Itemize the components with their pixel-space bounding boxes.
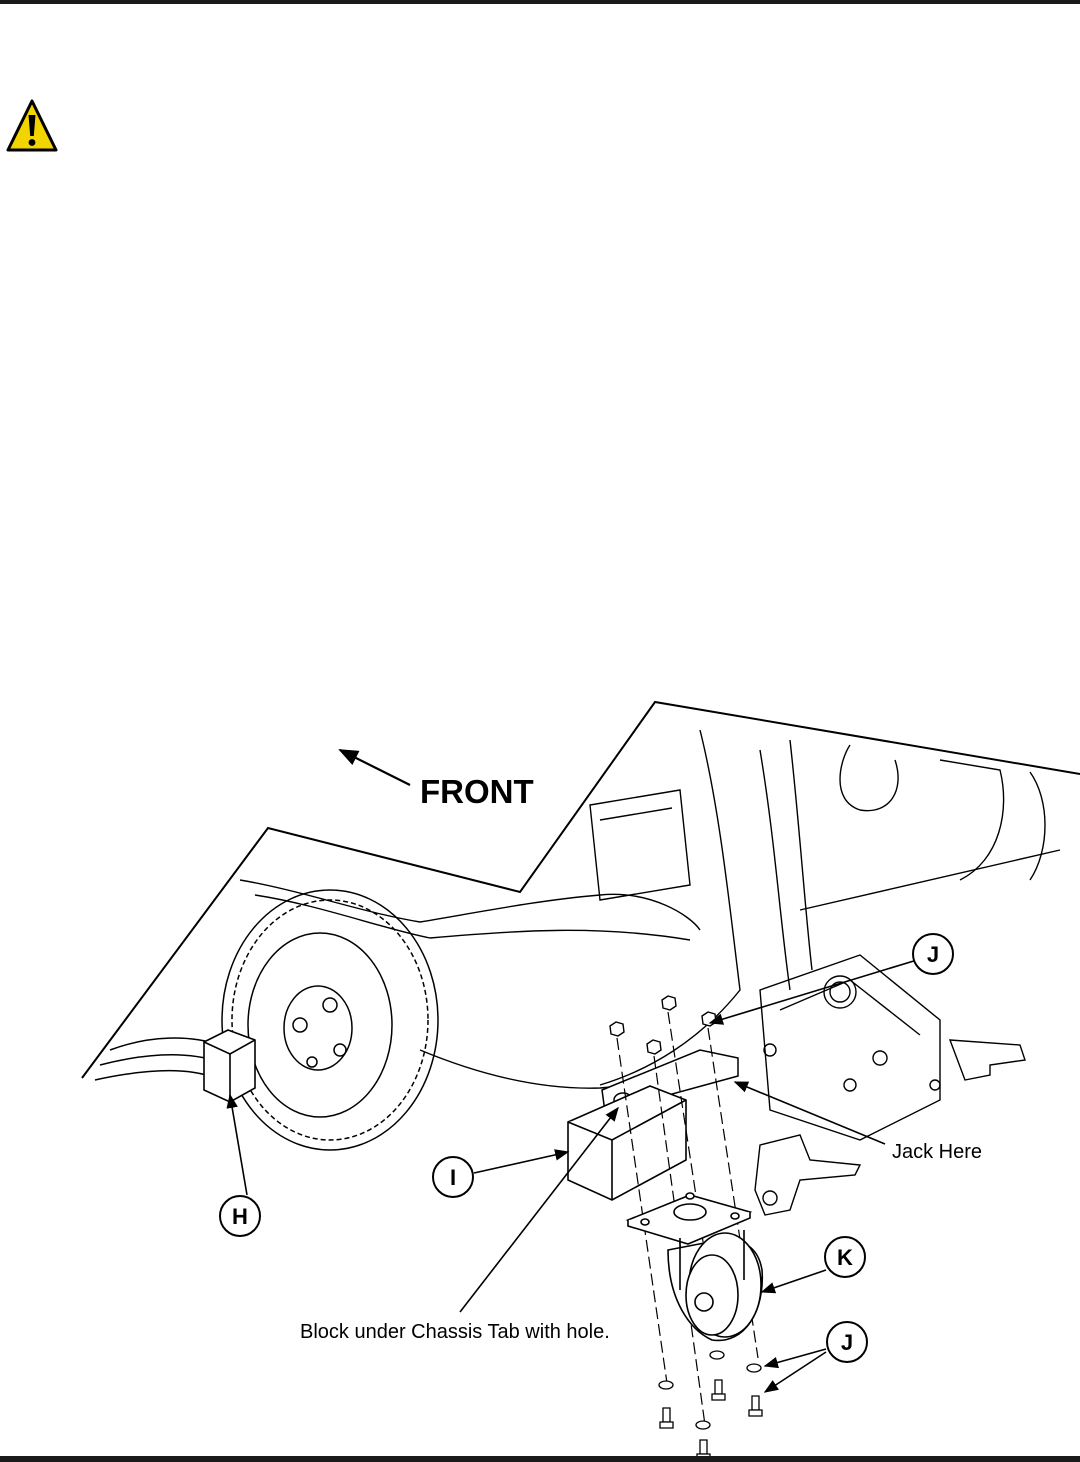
caster-k (625, 1192, 764, 1342)
callout-h-label: H (232, 1204, 248, 1229)
rear-wheel (94, 889, 439, 1151)
mounting-bolts (658, 1350, 763, 1460)
mounting-nuts (609, 995, 717, 1055)
machine-body (81, 700, 1080, 1079)
wheel-block-h (203, 1029, 256, 1103)
machine-panel-lines (239, 729, 1061, 1089)
leader-lines (226, 959, 918, 1393)
warning-icon (6, 98, 58, 154)
callout-j-bottom (826, 1321, 868, 1363)
block-label: Block under Chassis Tab with hole. (300, 1321, 610, 1343)
front-arrow (338, 749, 411, 786)
chassis-block-i (567, 1085, 687, 1201)
caster-replacement-diagram: FRONT H I J K (0, 690, 1080, 1460)
bottom-rule (0, 1456, 1080, 1462)
callout-i-label: I (450, 1165, 456, 1190)
jack-here-label: Jack Here (892, 1141, 982, 1163)
callout-k (824, 1236, 866, 1278)
callout-j-top (912, 933, 954, 975)
front-label: FRONT (420, 773, 534, 810)
callout-k-label: K (837, 1245, 853, 1270)
callout-i (432, 1156, 474, 1198)
callout-h (219, 1195, 261, 1237)
chassis-frame (754, 954, 1026, 1216)
callout-j-bottom-label: J (841, 1330, 853, 1355)
callout-j-top-label: J (927, 942, 939, 967)
top-rule (0, 0, 1080, 4)
